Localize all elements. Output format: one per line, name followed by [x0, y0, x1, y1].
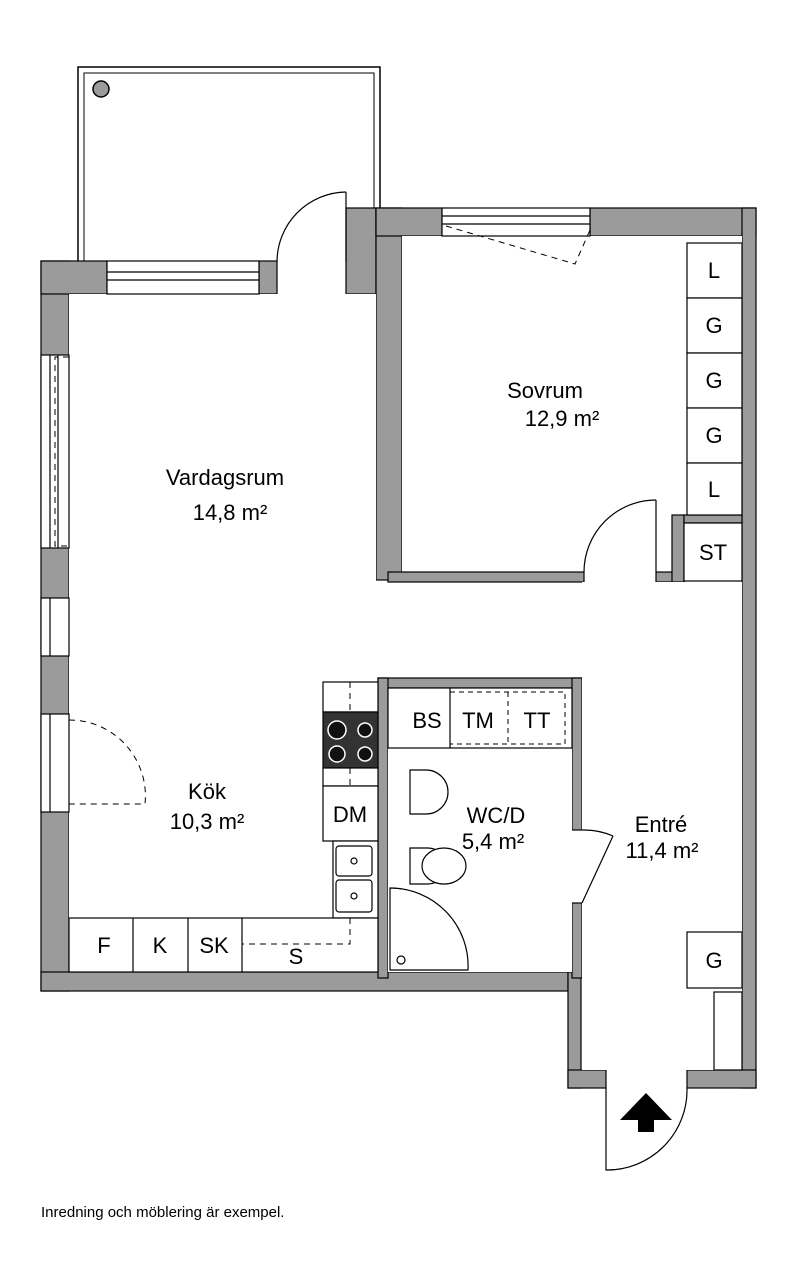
floor-plan: L G G G L ST DM F K SK S	[40, 66, 757, 1171]
tumble-dryer-label: TT	[524, 708, 551, 733]
cabinet-sk-label: SK	[199, 933, 229, 958]
stove-icon	[327, 720, 373, 763]
dishwasher-label: DM	[333, 802, 367, 827]
doors	[276, 191, 688, 1171]
room-entre-name: Entré	[635, 812, 688, 837]
room-wcd-area: 5,4 m²	[462, 829, 524, 854]
wardrobe-2-label: G	[705, 313, 722, 338]
entrance-fixtures	[686, 931, 743, 1071]
washing-machine-label: TM	[462, 708, 494, 733]
room-wcd-name: WC/D	[467, 803, 526, 828]
wardrobe-3-label: G	[705, 368, 722, 393]
shower-drain-icon	[396, 955, 406, 965]
bathroom-cabinet-label: BS	[412, 708, 441, 733]
wardrobe-5-label: L	[708, 477, 720, 502]
bathroom-fixtures	[387, 687, 573, 971]
footnote: Inredning och möblering är exempel.	[41, 1204, 285, 1221]
room-entre-area: 11,4 m²	[626, 838, 699, 863]
counter-label: S	[289, 944, 304, 969]
entrance-arrow-icon	[620, 1093, 672, 1132]
bedroom-wardrobes	[683, 242, 743, 582]
balcony-drain-icon	[92, 80, 110, 98]
room-vardagsrum-area: 14,8 m²	[193, 500, 268, 525]
balcony	[77, 66, 381, 262]
entrance-wardrobe-label: G	[705, 948, 722, 973]
fridge-label: F	[97, 933, 110, 958]
bathroom-dashes	[449, 691, 566, 745]
window-swing-lines	[54, 225, 591, 805]
freezer-label: K	[153, 933, 168, 958]
wardrobe-4-label: G	[705, 423, 722, 448]
storage-label: ST	[699, 540, 727, 565]
walls	[40, 207, 757, 1089]
windows	[40, 207, 591, 813]
room-kok-name: Kök	[188, 779, 227, 804]
room-sovrum-area: 12,9 m²	[525, 406, 600, 431]
sink-icon	[335, 845, 373, 913]
counter-dashes	[242, 682, 351, 945]
room-kok-area: 10,3 m²	[170, 809, 245, 834]
wardrobe-1-label: L	[708, 258, 720, 283]
room-vardagsrum-name: Vardagsrum	[166, 465, 284, 490]
room-sovrum-name: Sovrum	[507, 378, 583, 403]
